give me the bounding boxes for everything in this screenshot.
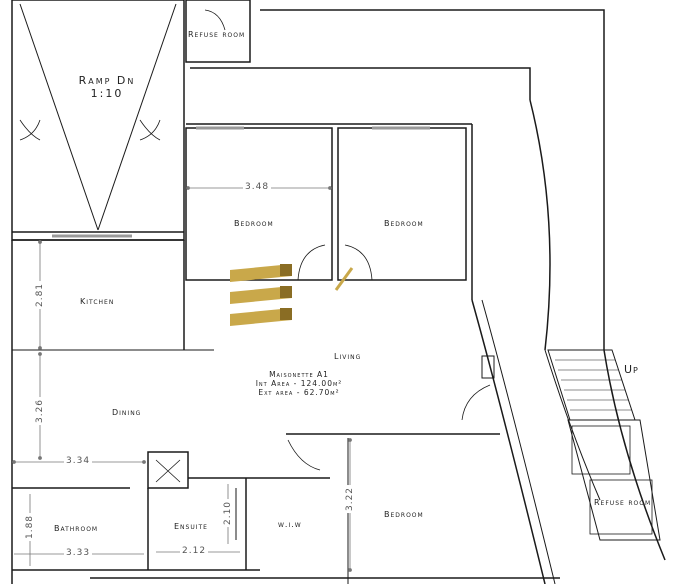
terrace-inner-curve: [529, 99, 551, 351]
refuse-room-right-label: Refuse room: [594, 498, 652, 507]
company-logo: [230, 264, 354, 326]
unit-name: Maisonette A1: [269, 370, 329, 379]
ramp-label-line2: 1:10: [90, 87, 124, 100]
wiw-label: w.i.w: [278, 520, 302, 529]
refuse-room-top: [185, 0, 251, 63]
ramp-label: Ramp Dn 1:10: [62, 74, 152, 100]
bedroom-1-walls: [185, 127, 333, 281]
dim-bedroom3-height: 3.22: [345, 484, 356, 514]
dim-ensuite-height: 2.10: [223, 498, 234, 528]
unit-ext-area: Ext area - 62.70m²: [258, 388, 340, 397]
living-label: Living: [334, 352, 362, 361]
bathroom-label: Bathroom: [54, 524, 99, 533]
ramp-label-line1: Ramp Dn: [78, 74, 136, 87]
unit-info: Maisonette A1 Int Area - 124.00m² Ext ar…: [244, 370, 354, 397]
dim-kitchen-height: 2.81: [35, 280, 46, 310]
stair-up-label: Up: [624, 363, 639, 376]
bedroom-1-label: Bedroom: [234, 219, 274, 228]
walls: [11, 0, 666, 584]
refuse-room-top-label: Refuse room: [188, 30, 246, 39]
dim-bathroom-height: 1.88: [25, 512, 36, 542]
dim-dining-height: 3.26: [35, 396, 46, 426]
ramp-line-left: [19, 3, 99, 231]
dim-ensuite-width: 2.12: [180, 546, 209, 556]
bedroom-2-walls: [337, 127, 467, 281]
stairs: [547, 349, 636, 421]
terrace-outer: [260, 9, 605, 350]
bedroom-2-label: Bedroom: [384, 219, 424, 228]
ramp-line-right: [97, 3, 177, 231]
shaft: [147, 451, 189, 489]
refuse-room-right: [567, 419, 661, 541]
ramp-area: [11, 0, 185, 241]
dim-bathroom-width: 3.33: [64, 548, 93, 558]
dim-bedroom-width: 3.48: [243, 182, 272, 192]
dining-label: Dining: [112, 408, 142, 417]
bedroom-3-label: Bedroom: [384, 510, 424, 519]
ensuite-label: Ensuite: [174, 522, 208, 531]
dim-dining-width: 3.34: [64, 456, 93, 466]
kitchen-label: Kitchen: [80, 297, 115, 306]
unit-int-area: Int Area - 124.00m²: [255, 379, 343, 388]
living-facade: [471, 299, 546, 584]
